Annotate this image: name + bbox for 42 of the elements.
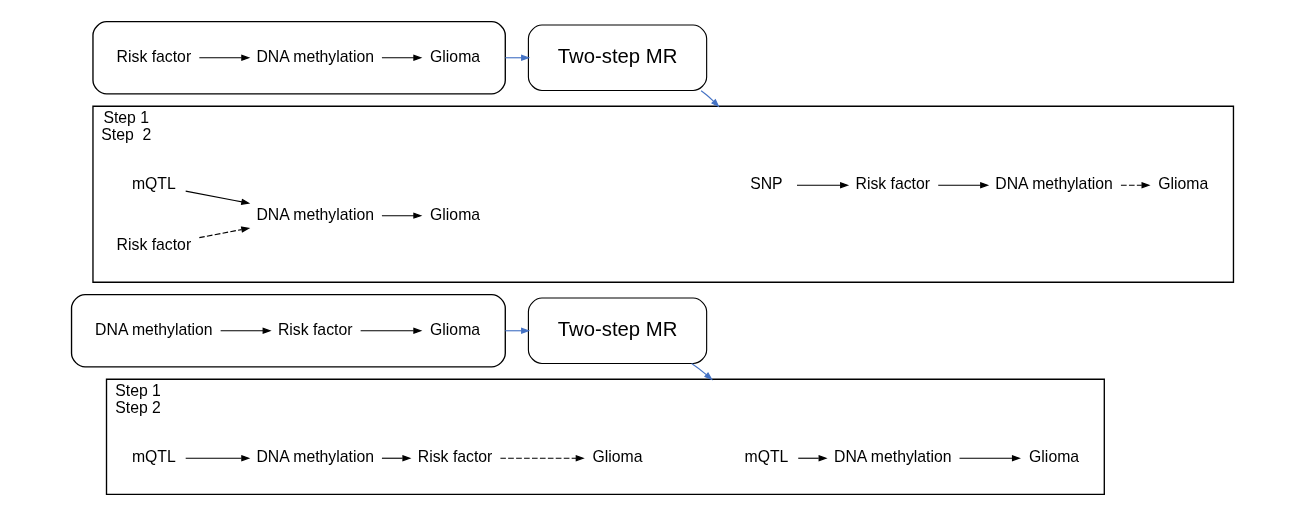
node-text: DNA methylation <box>255 448 374 466</box>
node-box: Two-step MR <box>527 297 707 365</box>
node-text: DNA methylation <box>255 47 374 65</box>
arrow <box>690 362 713 381</box>
node-text: mQTL <box>131 448 176 466</box>
arrow <box>937 182 989 189</box>
node-text: DNA methylation <box>994 175 1113 193</box>
arrow <box>359 327 422 334</box>
arrow <box>797 455 828 462</box>
node-text: Risk factor <box>417 448 492 466</box>
node-text: DNA methylation <box>94 320 213 338</box>
node-text: Glioma <box>592 448 643 466</box>
arrow <box>380 212 422 219</box>
node-text: mQTL <box>744 448 788 466</box>
arrow <box>184 190 250 205</box>
arrow <box>198 54 250 61</box>
node-text: DNA methylation <box>255 205 374 223</box>
node-text: Glioma <box>429 47 480 65</box>
node-text: Risk factor <box>855 175 930 193</box>
node-text: Risk factor <box>116 47 191 65</box>
arrow <box>198 226 250 239</box>
node-box: Two-step MR <box>527 24 707 92</box>
arrow <box>1119 182 1151 189</box>
arrow <box>499 455 585 462</box>
node-text: mQTL <box>131 175 176 193</box>
node-text: Risk factor <box>277 320 352 338</box>
arrow <box>795 182 849 189</box>
node-text: Glioma <box>429 205 480 223</box>
cluster <box>91 21 506 95</box>
arrow <box>219 327 272 334</box>
arrow <box>700 90 720 108</box>
node-text: Glioma <box>1157 175 1208 193</box>
arrow <box>380 54 422 61</box>
node-text: Glioma <box>429 320 480 338</box>
node-text: DNA methylation <box>833 448 952 466</box>
node-text: Risk factor <box>116 236 191 254</box>
cluster <box>70 294 506 368</box>
node-text: SNP <box>749 175 783 193</box>
node-text: Glioma <box>1028 448 1079 466</box>
arrow <box>184 455 250 462</box>
arrow <box>958 455 1021 462</box>
arrow <box>380 455 411 462</box>
